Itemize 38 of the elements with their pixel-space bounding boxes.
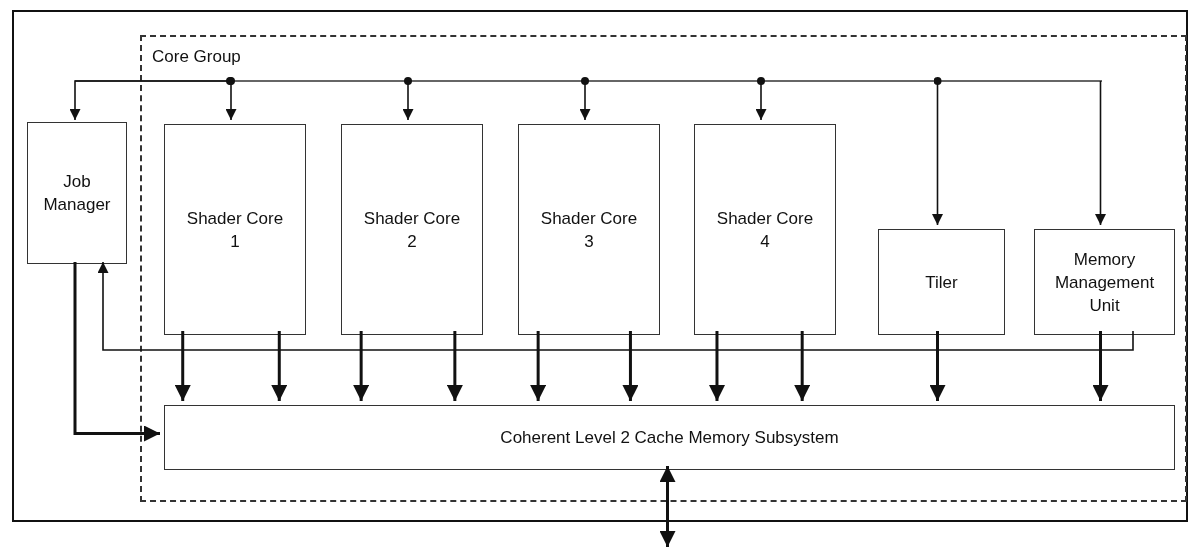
block-box [1034, 229, 1175, 335]
arrow [1095, 80, 1106, 226]
arrow [709, 331, 725, 401]
arrow [271, 331, 288, 401]
arrow [225, 77, 237, 121]
outer-frame [12, 10, 1188, 522]
arrow [929, 331, 946, 401]
arrow [446, 331, 463, 401]
arrow [659, 466, 676, 547]
arrow [530, 331, 547, 401]
arrow [932, 77, 943, 226]
arrow [1092, 331, 1109, 401]
block-box [27, 122, 127, 264]
block-label: Job Manager [42, 171, 112, 216]
block-box [878, 229, 1005, 335]
block-box [518, 124, 660, 335]
block-label: Shader Core 1 [185, 207, 285, 253]
block-box [164, 405, 1175, 470]
arrow [402, 77, 414, 121]
block-label: Shader Core 4 [715, 207, 815, 253]
group-frame [140, 35, 1187, 502]
arrow [73, 262, 160, 442]
block-label: Shader Core 2 [362, 207, 462, 253]
block-label: Tiler [925, 271, 958, 294]
arrow [174, 331, 191, 401]
arrow [353, 331, 370, 401]
arrow [97, 261, 1134, 351]
block-box [341, 124, 483, 335]
arrow [579, 77, 591, 121]
block-box [694, 124, 836, 335]
arrow [794, 331, 811, 401]
arrow [755, 77, 767, 121]
block-label: Coherent Level 2 Cache Memory Subsystem [500, 427, 839, 449]
block-box [164, 124, 306, 335]
block-label: Memory Management Unit [1053, 248, 1156, 317]
group-label: Core Group [152, 47, 241, 67]
block-label: Shader Core 3 [539, 207, 639, 253]
arrow [622, 331, 639, 401]
